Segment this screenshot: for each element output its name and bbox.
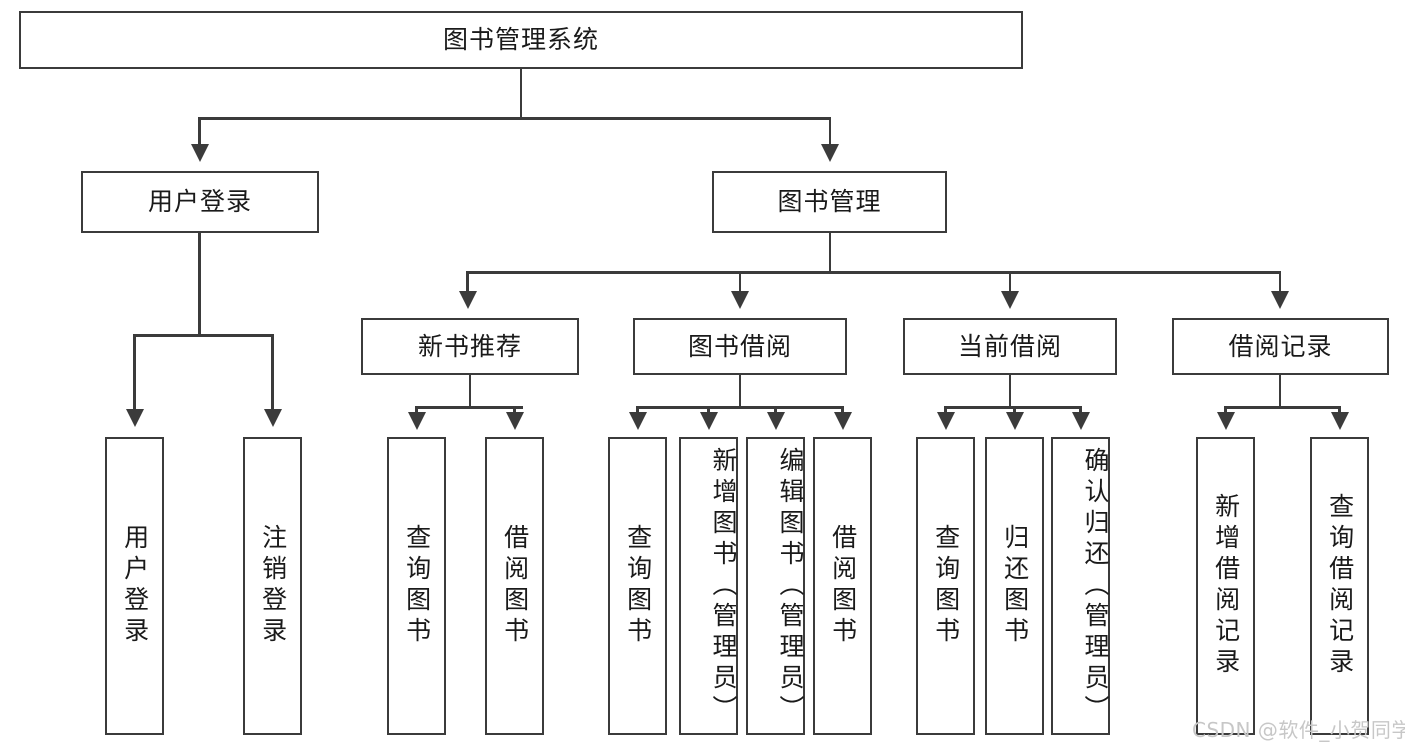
connector-book-management-split-bar: [466, 271, 1281, 274]
node-label: 编辑图书（管理员）: [776, 446, 805, 726]
connector-br-stem: [1278, 375, 1281, 408]
node-user-login[interactable]: 用户登录: [81, 171, 319, 233]
arrow-root-to-user-login: [190, 144, 209, 162]
leaf-query-book-2[interactable]: 查询图书: [608, 437, 667, 735]
node-label: 图书管理系统: [442, 25, 599, 55]
node-label: 查询图书: [402, 524, 432, 648]
arrow-bm-to-book-borrow: [731, 291, 749, 309]
connector-root-to-user-login: [198, 117, 201, 146]
node-new-book-recommend[interactable]: 新书推荐: [361, 318, 579, 375]
leaf-borrow-book-1[interactable]: 借阅图书: [485, 437, 544, 735]
leaf-user-login[interactable]: 用户登录: [105, 437, 164, 735]
node-label: 借阅图书: [500, 524, 530, 648]
arrow-bm-to-current-borrow: [1001, 291, 1019, 309]
connector-bb-stem: [738, 375, 741, 408]
leaf-query-book-3[interactable]: 查询图书: [916, 437, 975, 735]
connector-book-management-stem: [828, 233, 831, 273]
node-label: 借阅图书: [828, 524, 858, 648]
connector-bb-to-leaf-3: [774, 406, 777, 414]
node-label: 查询图书: [931, 524, 961, 648]
node-label: 查询借阅记录: [1325, 493, 1355, 679]
node-label: 用户登录: [120, 524, 150, 648]
arrow-br-to-leaf-2: [1330, 412, 1349, 430]
connector-bb-split-bar: [636, 406, 843, 409]
connector-bb-to-leaf-1: [636, 406, 639, 414]
node-current-borrow[interactable]: 当前借阅: [903, 318, 1117, 375]
leaf-query-book-1[interactable]: 查询图书: [387, 437, 446, 735]
arrow-bm-to-new-book-recommend: [458, 291, 477, 309]
connector-cb-to-leaf-1: [944, 406, 947, 414]
arrow-bm-to-borrow-record: [1271, 291, 1289, 309]
connector-nbr-split-bar: [415, 406, 523, 409]
connector-cb-split-bar: [944, 406, 1081, 409]
connector-bm-to-current-borrow: [1008, 271, 1011, 293]
node-label: 图书借阅: [687, 331, 792, 361]
connector-nbr-to-leaf-2: [513, 406, 516, 414]
arrow-bb-to-leaf-4: [833, 412, 852, 430]
node-label: 当前借阅: [957, 331, 1062, 361]
arrow-root-to-book-management: [821, 144, 839, 162]
connector-user-login-stem: [198, 233, 201, 336]
leaf-confirm-return[interactable]: 确认归还（管理员）: [1051, 437, 1110, 735]
arrow-nbr-to-leaf-1: [407, 412, 426, 430]
node-label: 确认归还（管理员）: [1081, 446, 1110, 726]
connector-bb-to-leaf-4: [841, 406, 844, 414]
connector-user-login-to-leaf-1: [133, 334, 136, 411]
arrow-cb-to-leaf-1: [936, 412, 955, 430]
arrow-bb-to-leaf-3: [766, 412, 785, 430]
node-borrow-record[interactable]: 借阅记录: [1172, 318, 1389, 375]
leaf-add-book[interactable]: 新增图书（管理员）: [679, 437, 738, 735]
node-root-system[interactable]: 图书管理系统: [19, 11, 1023, 69]
connector-bb-to-leaf-2: [707, 406, 710, 414]
arrow-user-login-to-leaf-2: [263, 409, 282, 427]
node-label: 新书推荐: [417, 331, 522, 361]
connector-root-stem: [519, 69, 522, 117]
connector-bm-to-borrow-record: [1278, 271, 1281, 293]
leaf-logout[interactable]: 注销登录: [243, 437, 302, 735]
arrow-user-login-to-leaf-1: [125, 409, 144, 427]
leaf-query-record[interactable]: 查询借阅记录: [1310, 437, 1369, 735]
node-book-borrow[interactable]: 图书借阅: [633, 318, 847, 375]
node-label: 用户登录: [147, 187, 252, 217]
node-book-management[interactable]: 图书管理: [712, 171, 947, 233]
connector-cb-to-leaf-3: [1079, 406, 1082, 414]
leaf-return-book[interactable]: 归还图书: [985, 437, 1044, 735]
connector-root-to-book-management: [828, 117, 831, 146]
connector-user-login-to-leaf-2: [271, 334, 274, 411]
node-label: 注销登录: [258, 524, 288, 648]
connector-br-to-leaf-2: [1338, 406, 1341, 414]
connector-cb-stem: [1008, 375, 1011, 408]
connector-user-login-split-bar: [133, 334, 273, 337]
connector-cb-to-leaf-2: [1013, 406, 1016, 414]
connector-nbr-stem: [468, 375, 471, 408]
arrow-cb-to-leaf-2: [1005, 412, 1024, 430]
node-label: 图书管理: [777, 187, 882, 217]
arrow-bb-to-leaf-2: [699, 412, 718, 430]
csdn-watermark: CSDN @软件_小贺同学: [1192, 718, 1405, 742]
arrow-br-to-leaf-1: [1216, 412, 1235, 430]
node-label: 查询图书: [623, 524, 653, 648]
connector-root-split-bar: [198, 117, 831, 120]
connector-bm-to-book-borrow: [738, 271, 741, 293]
connector-bm-to-new-book-recommend: [466, 271, 469, 293]
leaf-edit-book[interactable]: 编辑图书（管理员）: [746, 437, 805, 735]
connector-br-split-bar: [1224, 406, 1341, 409]
node-label: 归还图书: [1000, 524, 1030, 648]
leaf-borrow-book-2[interactable]: 借阅图书: [813, 437, 872, 735]
connector-br-to-leaf-1: [1224, 406, 1227, 414]
connector-nbr-to-leaf-1: [415, 406, 418, 414]
leaf-add-record[interactable]: 新增借阅记录: [1196, 437, 1255, 735]
arrow-bb-to-leaf-1: [628, 412, 647, 430]
node-label: 新增借阅记录: [1211, 493, 1241, 679]
node-label: 借阅记录: [1228, 331, 1333, 361]
arrow-nbr-to-leaf-2: [505, 412, 524, 430]
node-label: 新增图书（管理员）: [709, 446, 738, 726]
arrow-cb-to-leaf-3: [1071, 412, 1090, 430]
